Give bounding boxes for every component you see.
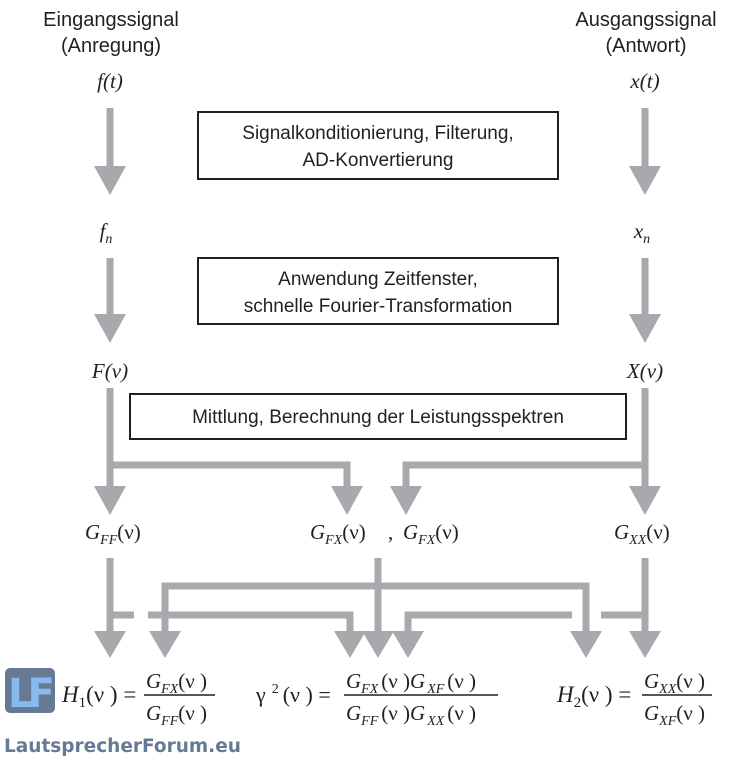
- h1-numerator: GFX(ν ): [146, 669, 207, 697]
- formula-h1: H1(ν ) = GFX(ν ) GFF(ν ): [61, 669, 215, 729]
- input-spectrum: F(ν): [91, 359, 128, 383]
- watermark-text: LautsprecherForum.eu: [4, 736, 241, 757]
- spectrum-gff: GFF(ν): [85, 520, 141, 548]
- logo-letters-icon: LF: [8, 671, 51, 717]
- output-time-signal: x(t): [629, 69, 659, 93]
- watermark: LF LautsprecherForum.eu: [4, 668, 241, 757]
- arrow-to-gff: [94, 440, 126, 515]
- h2-numerator: GXX(ν ): [644, 669, 705, 697]
- input-time-signal: f(t): [97, 69, 123, 93]
- output-subtitle: (Antwort): [605, 35, 686, 57]
- arrow-input-stage1: [94, 108, 126, 195]
- arrow-gff-to-coherence: [110, 611, 366, 658]
- arrow-gfx-to-h1: [149, 582, 378, 658]
- step-1-line-2: AD-Konvertierung: [302, 150, 453, 171]
- input-subtitle: (Anregung): [61, 35, 161, 57]
- step-3-line-1: Mittlung, Berechnung der Leistungsspektr…: [192, 407, 564, 428]
- step-1-line-1: Signalkonditionierung, Filterung,: [242, 123, 513, 144]
- h1-lhs: H1(ν ) =: [61, 682, 136, 711]
- h2-lhs: H2(ν ) =: [556, 682, 631, 711]
- output-title: Ausgangssignal: [575, 9, 716, 31]
- logo-badge: [5, 668, 55, 713]
- spectrum-gxx: GXX(ν): [614, 520, 670, 548]
- arrow-to-gfx-from-input: [110, 461, 363, 515]
- h2-denominator: GXF(ν ): [644, 701, 705, 729]
- arrow-gfx-to-h2: [378, 582, 602, 658]
- step-2-line-2: schnelle Fourier-Transformation: [244, 296, 513, 317]
- step-box-signal-conditioning: Signalkonditionierung, Filterung, AD-Kon…: [197, 111, 559, 180]
- output-spectrum: X(ν): [626, 359, 663, 383]
- h1-denominator: GFF(ν ): [146, 701, 207, 729]
- output-sampled: xn: [633, 219, 650, 247]
- spectrum-separator: ,: [388, 520, 393, 544]
- step-box-averaging: Mittlung, Berechnung der Leistungsspektr…: [129, 393, 627, 440]
- arrow-gxx-to-h2: [629, 558, 661, 658]
- arrow-gxx-to-coherence: [392, 611, 645, 658]
- formula-h2: H2(ν ) = GXX(ν ) GXF(ν ): [556, 669, 712, 729]
- arrow-output-stage1: [629, 108, 661, 195]
- step-2-line-1: Anwendung Zeitfenster,: [278, 269, 478, 290]
- arrow-output-stage2: [629, 258, 661, 343]
- arrow-gfx-to-coherence: [362, 558, 394, 658]
- input-title: Eingangssignal: [43, 9, 179, 31]
- step-box-fft: Anwendung Zeitfenster, schnelle Fourier-…: [197, 257, 559, 325]
- input-sampled: fn: [100, 219, 113, 247]
- arrow-to-gxx: [629, 440, 661, 515]
- arrow-to-gfx-from-output: [390, 461, 645, 515]
- arrow-input-stage2: [94, 258, 126, 343]
- arrow-gff-to-h1: [94, 558, 126, 658]
- spectrum-gfx-1: GFX(ν): [310, 520, 366, 548]
- spectrum-gfx-2: GFX(ν): [403, 520, 459, 548]
